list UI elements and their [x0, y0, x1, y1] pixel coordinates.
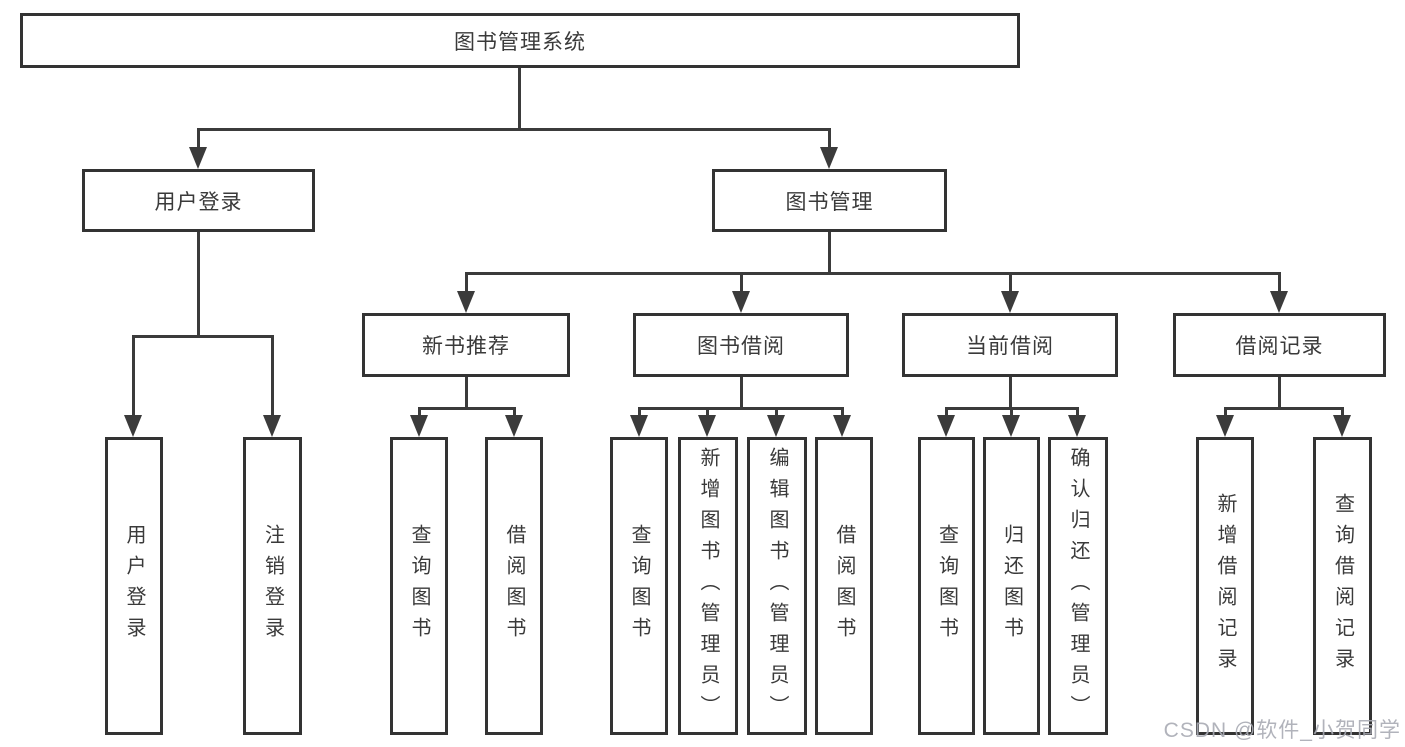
arrowhead-icon — [698, 415, 716, 437]
leaf-borrowing-add-books-admin: 新增图书（管理员） — [678, 437, 738, 735]
connector-line — [197, 232, 200, 335]
connector-line — [513, 407, 516, 415]
arrowhead-icon — [1068, 415, 1086, 437]
leaf-current-confirm-return-admin: 确认归还（管理员） — [1048, 437, 1108, 735]
arrowhead-icon — [1216, 415, 1234, 437]
arrowhead-icon — [1001, 291, 1019, 313]
connector-line — [1009, 272, 1012, 292]
connector-line — [132, 335, 135, 415]
leaf-label: 查询图书 — [408, 524, 430, 648]
leaf-logout: 注销登录 — [243, 437, 302, 735]
node-label: 图书借阅 — [697, 335, 785, 358]
arrowhead-icon — [630, 415, 648, 437]
connector-line — [1224, 407, 1227, 415]
leaf-label: 查询图书 — [628, 524, 650, 648]
node-label: 用户登录 — [154, 190, 243, 214]
arrowhead-icon — [833, 415, 851, 437]
arrowhead-icon — [263, 415, 281, 437]
connector-line — [197, 128, 200, 150]
connector-line — [740, 377, 743, 407]
arrowhead-icon — [1270, 291, 1288, 313]
connector-line — [1076, 407, 1079, 415]
node-user-login: 用户登录 — [82, 169, 315, 232]
leaf-records-query-borrow-record: 查询借阅记录 — [1313, 437, 1372, 735]
connector-line — [465, 272, 1281, 275]
arrowhead-icon — [189, 147, 207, 169]
connector-line — [1341, 407, 1344, 415]
node-new-book-recommend: 新书推荐 — [362, 313, 570, 377]
connector-line — [197, 128, 831, 131]
leaf-label: 新增借阅记录 — [1214, 493, 1236, 679]
connector-line — [945, 407, 948, 415]
node-root-library-management-system: 图书管理系统 — [20, 13, 1020, 68]
connector-line — [828, 232, 831, 272]
leaf-recommend-query-books: 查询图书 — [390, 437, 448, 735]
connector-line — [1278, 377, 1281, 407]
arrowhead-icon — [820, 147, 838, 169]
leaf-label: 编辑图书（管理员） — [766, 446, 788, 726]
leaf-current-return-books: 归还图书 — [983, 437, 1040, 735]
arrowhead-icon — [767, 415, 785, 437]
connector-line — [132, 335, 274, 338]
csdn-watermark: CSDN @软件_小贺同学 — [1163, 719, 1401, 742]
leaf-label: 用户登录 — [123, 524, 145, 648]
leaf-label: 借阅图书 — [503, 524, 525, 648]
arrowhead-icon — [457, 291, 475, 313]
arrowhead-icon — [1333, 415, 1351, 437]
arrowhead-icon — [410, 415, 428, 437]
connector-line — [271, 335, 274, 415]
node-label: 图书管理 — [785, 190, 874, 214]
connector-line — [740, 272, 743, 292]
connector-line — [518, 68, 521, 128]
connector-line — [1009, 377, 1012, 407]
connector-line — [1010, 407, 1013, 415]
leaf-borrowing-edit-books-admin: 编辑图书（管理员） — [747, 437, 807, 735]
leaf-recommend-borrow-books: 借阅图书 — [485, 437, 543, 735]
arrowhead-icon — [505, 415, 523, 437]
node-label: 当前借阅 — [966, 335, 1054, 358]
arrowhead-icon — [937, 415, 955, 437]
connector-line — [418, 407, 515, 410]
leaf-borrowing-borrow-books: 借阅图书 — [815, 437, 873, 735]
connector-line — [418, 407, 421, 415]
node-borrow-records: 借阅记录 — [1173, 313, 1386, 377]
connector-line — [465, 377, 468, 407]
connector-line — [638, 407, 843, 410]
arrowhead-icon — [732, 291, 750, 313]
leaf-label: 查询图书 — [935, 524, 958, 648]
connector-line — [775, 407, 778, 415]
leaf-label: 注销登录 — [261, 524, 284, 648]
node-label: 图书管理系统 — [454, 30, 586, 54]
leaf-borrowing-query-books: 查询图书 — [610, 437, 668, 735]
node-book-borrowing: 图书借阅 — [633, 313, 849, 377]
leaf-current-query-books: 查询图书 — [918, 437, 975, 735]
leaf-label: 借阅图书 — [833, 524, 855, 648]
connector-line — [638, 407, 641, 415]
connector-line — [706, 407, 709, 415]
arrowhead-icon — [124, 415, 142, 437]
leaf-label: 归还图书 — [1000, 524, 1023, 648]
connector-line — [1224, 407, 1342, 410]
node-label: 借阅记录 — [1235, 335, 1324, 358]
leaf-records-add-borrow-record: 新增借阅记录 — [1196, 437, 1254, 735]
leaf-label: 新增图书（管理员） — [697, 446, 719, 726]
connector-line — [828, 128, 831, 150]
leaf-label: 查询借阅记录 — [1331, 493, 1354, 679]
arrowhead-icon — [1002, 415, 1020, 437]
leaf-user-login: 用户登录 — [105, 437, 163, 735]
node-label: 新书推荐 — [422, 335, 510, 358]
connector-line — [841, 407, 844, 415]
node-current-borrowing: 当前借阅 — [902, 313, 1118, 377]
connector-line — [1278, 272, 1281, 292]
connector-line — [465, 272, 468, 292]
node-book-management: 图书管理 — [712, 169, 947, 232]
leaf-label: 确认归还（管理员） — [1067, 446, 1089, 726]
